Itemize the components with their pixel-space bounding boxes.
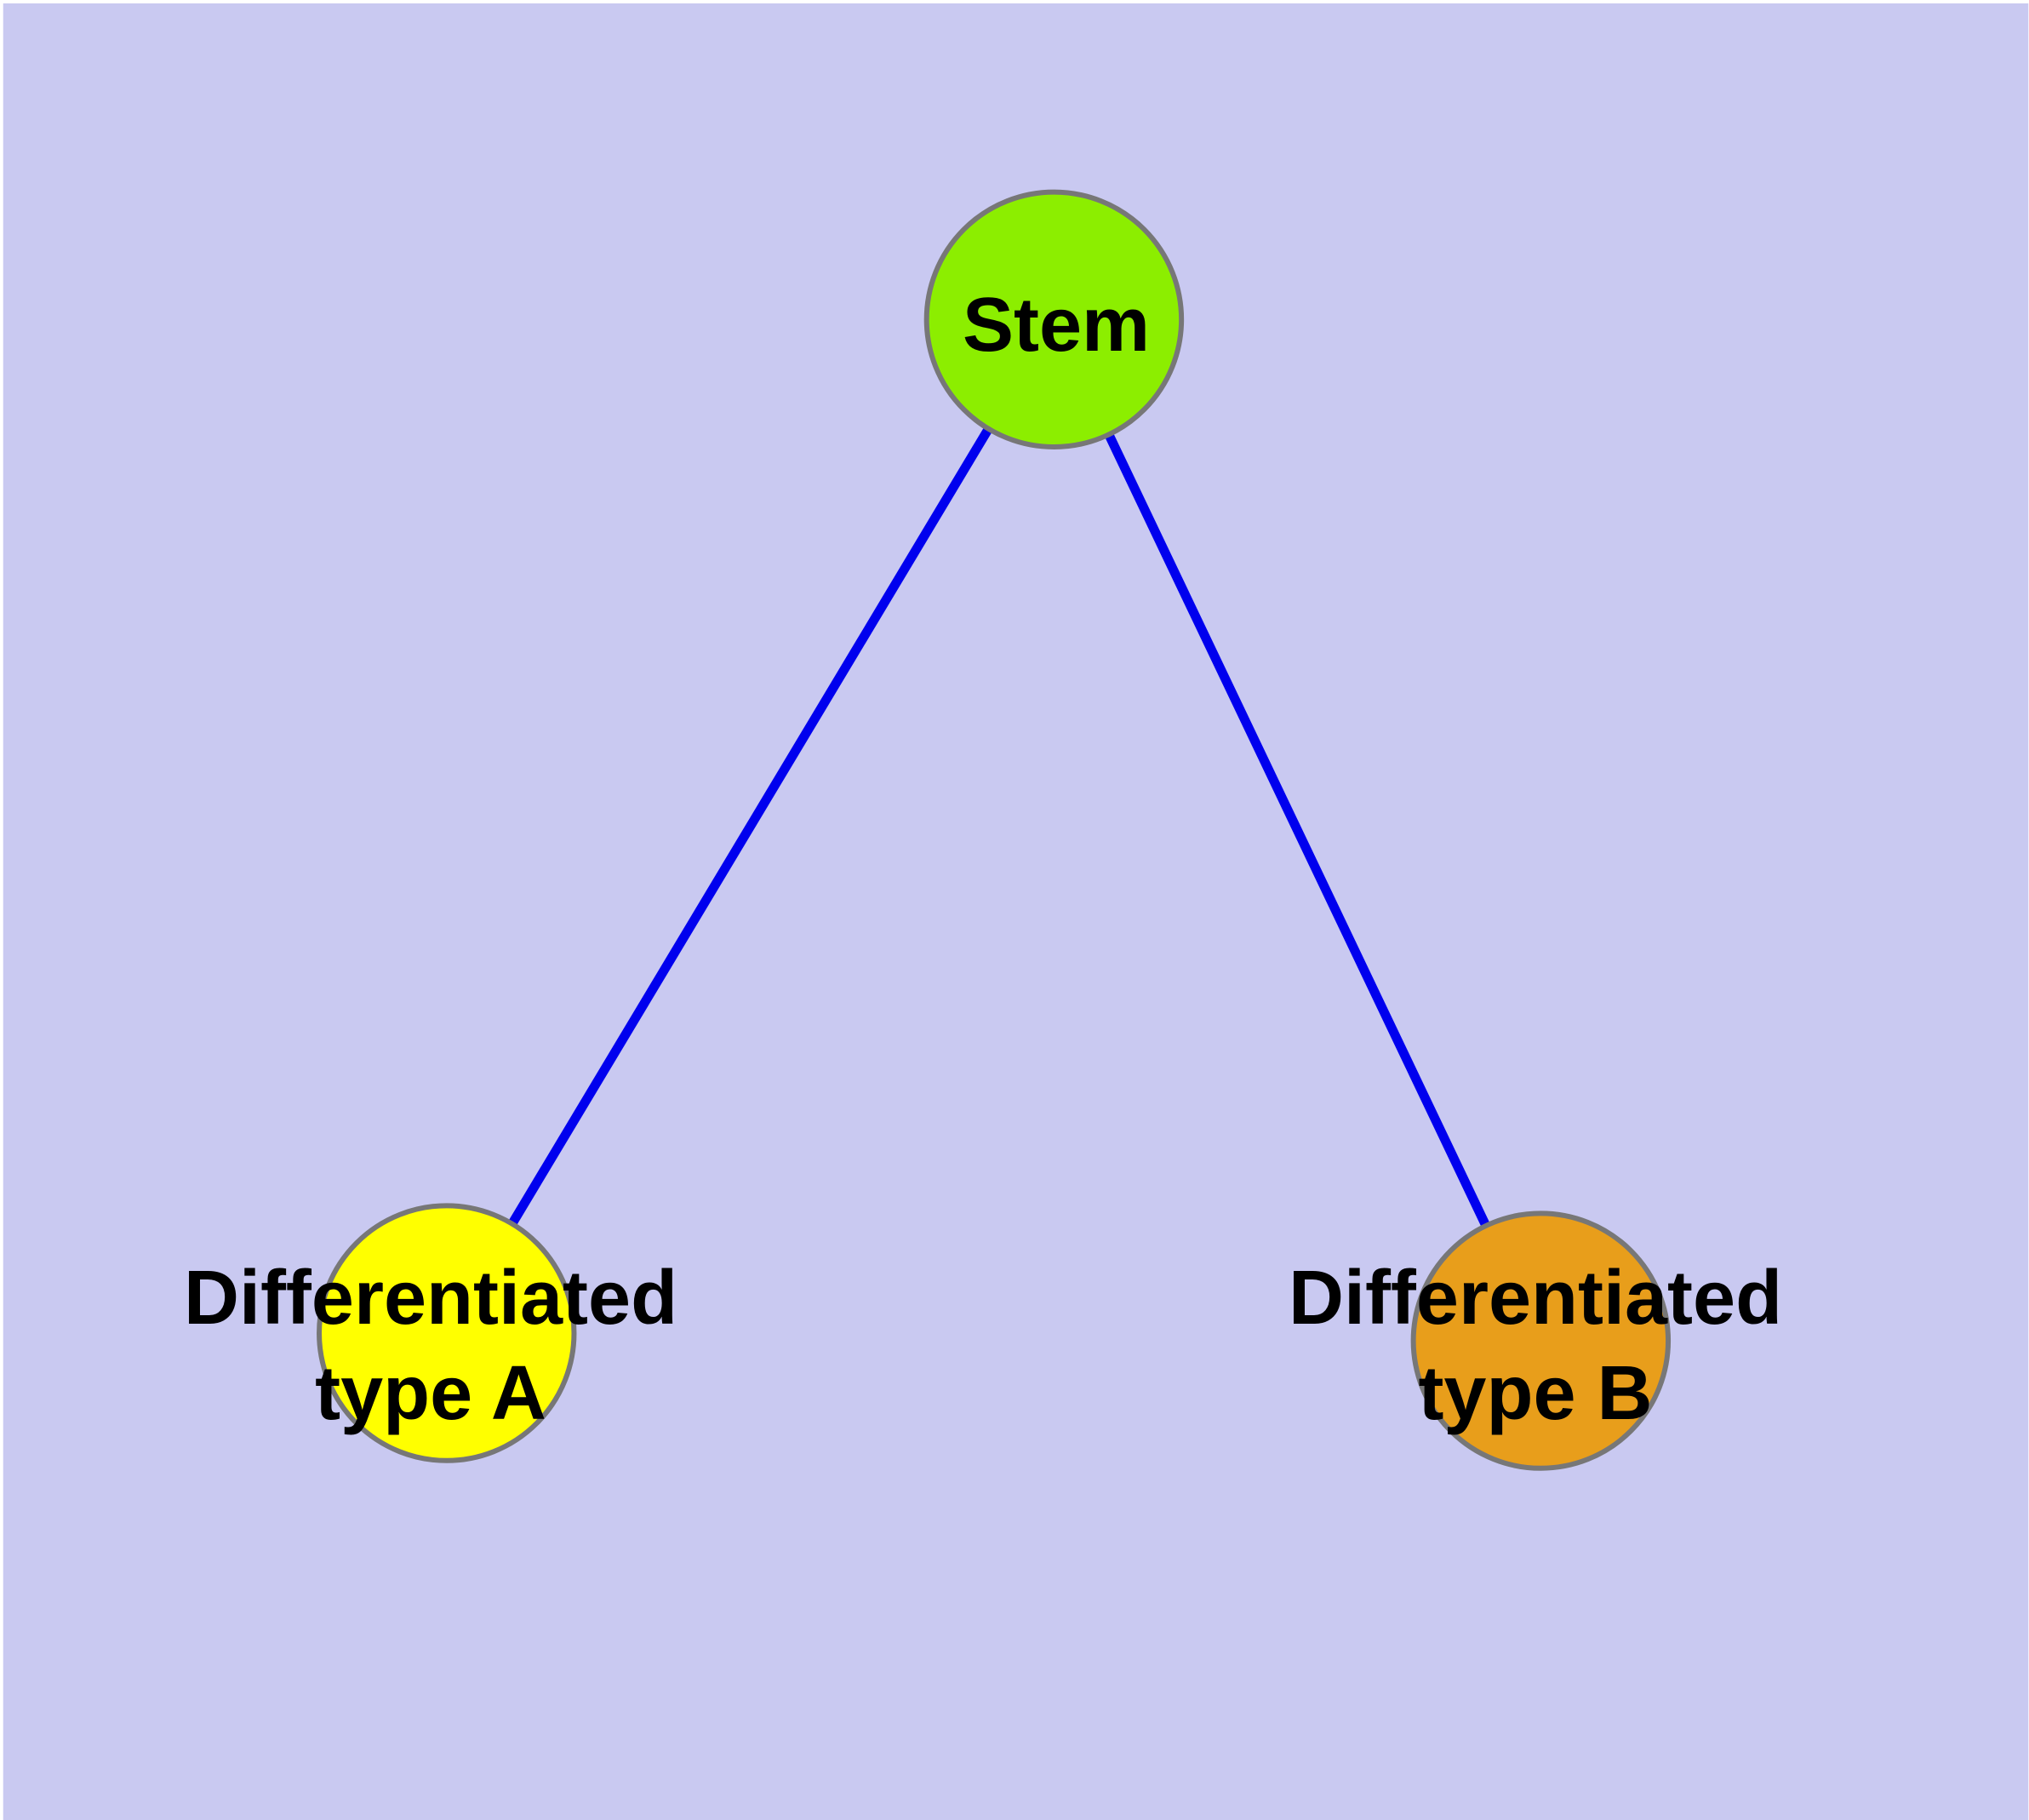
graph-svg (3, 3, 2029, 1820)
node-type-b-label: Differentiated type B (1288, 1256, 1783, 1436)
node-type-a-circle (317, 1203, 577, 1463)
node-stem-circle (923, 189, 1185, 450)
node-type-a-label: Differentiated type A (183, 1256, 678, 1436)
edge-stem-to-type-a (443, 317, 1059, 1336)
node-stem-label: Stem (962, 283, 1151, 368)
edge-stem-to-type-b (1049, 317, 1546, 1343)
node-type-b-circle (1410, 1210, 1672, 1471)
